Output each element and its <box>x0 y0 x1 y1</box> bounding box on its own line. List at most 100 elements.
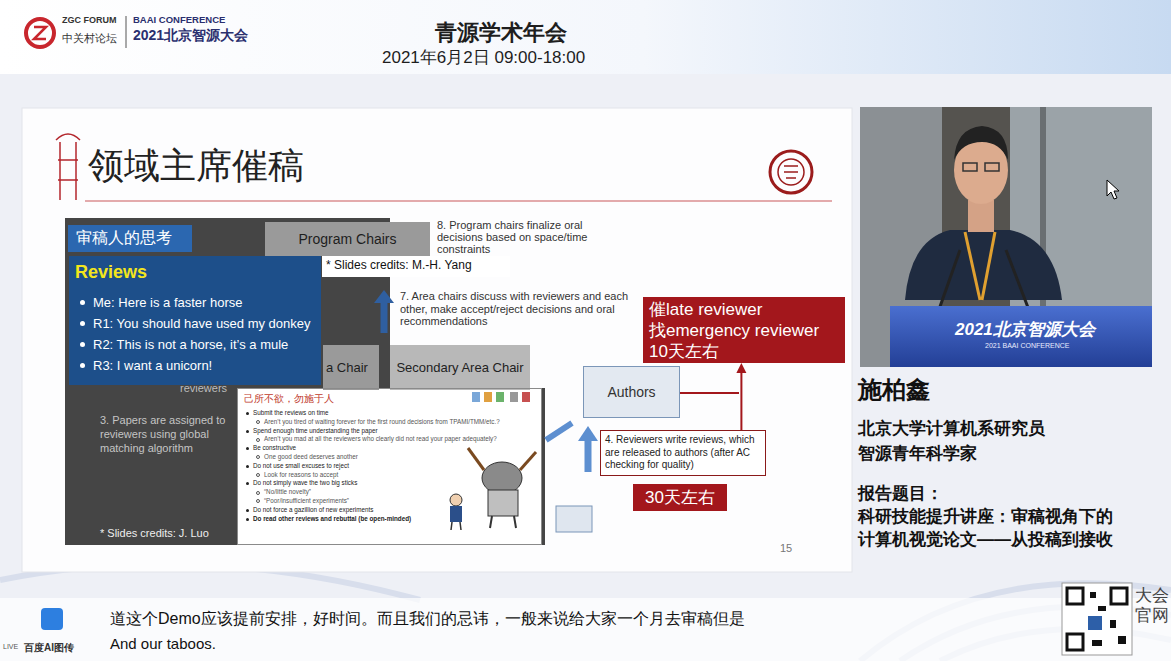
block-arrow <box>546 423 572 440</box>
node-text: One good deed deserves another <box>244 453 535 462</box>
block-arrow <box>374 290 394 333</box>
node-text: Aren’t you tired of waiting forever for … <box>244 418 535 427</box>
slide-ground <box>22 108 852 572</box>
speaker-info: 智源青年科学家 <box>858 442 977 465</box>
bullet-dot <box>246 412 249 415</box>
bullet-dot <box>246 482 249 485</box>
node-text: 催late reviewer <box>649 299 839 320</box>
bullet-dot <box>80 342 85 347</box>
reviewer-cartoon <box>450 448 536 530</box>
node-text: Aren’t you mad at all the reviewers who … <box>244 435 535 444</box>
zgc-logo <box>26 19 54 47</box>
node-text: 己所不欲，勿施于人 <box>244 392 535 406</box>
talk-title: 科研技能提升讲座：审稿视角下的 计算机视觉论文——从投稿到接收 <box>858 505 1126 551</box>
bullet-dot <box>80 321 85 326</box>
wave-stripes <box>0 564 1171 661</box>
podium-text: 2021北京智源大会 <box>955 318 1095 341</box>
process-box: 4. Reviewers write reviews, which are re… <box>600 430 766 476</box>
bullet-dot <box>80 363 85 368</box>
header-tag: 审稿人的思考 <box>68 225 192 252</box>
node-text: Authors <box>607 384 655 400</box>
subtitle-band <box>0 598 1171 661</box>
node-text: 审稿人的思考 <box>76 228 184 249</box>
mouse-cursor <box>1107 180 1119 199</box>
speaker-name: 施柏鑫 <box>858 374 930 406</box>
leader-line <box>680 392 739 394</box>
logo-text: ZGC FORUM <box>62 15 117 25</box>
node-text: Do not simply wave the two big sticks <box>244 479 535 488</box>
baidu-logo <box>41 608 63 630</box>
qr-code <box>1062 583 1132 655</box>
pku-emblem <box>770 151 812 193</box>
node-text: “Poor/insufficient experiments” <box>244 497 535 506</box>
speaker-video <box>860 107 1152 367</box>
callout-box: 催late reviewer找emergency reviewer10天左右 <box>643 297 845 363</box>
credit-note: * Slides credits: J. Luo <box>100 527 209 539</box>
logo-text: BAAI CONFERENCE <box>133 14 225 25</box>
pagoda-ornament <box>56 134 80 200</box>
node-text: Look for reasons to accept <box>244 471 535 480</box>
logo-text: 中关村论坛 <box>62 31 117 46</box>
bullet-dot <box>246 430 249 433</box>
page-number: 15 <box>780 542 792 554</box>
arrow-head <box>736 363 746 373</box>
qr-caption: 大会官网 <box>1135 586 1169 625</box>
node-text: 30天左右 <box>645 486 715 509</box>
node-text: a Chair <box>326 360 376 375</box>
node-text: * Slides credits: M.-H. Yang <box>326 258 506 272</box>
speaker-info: 北京大学计算机系研究员 <box>858 417 1045 440</box>
bullet-ring <box>256 491 260 495</box>
logo-text: 2021北京智源大会 <box>133 27 248 45</box>
node-text: Do not force a gazillion of new experime… <box>244 506 535 515</box>
partial-box <box>556 506 592 532</box>
live-badge: LIVE <box>3 643 18 650</box>
event-title: 青源学术年会 <box>435 18 567 48</box>
header-band <box>0 0 1171 74</box>
node-text: 10天左右 <box>649 341 839 362</box>
step-note: 7. Area chairs discuss with reviewers an… <box>400 290 640 328</box>
bullet-dot <box>80 300 85 305</box>
node-text: R3: I want a unicorn! <box>75 358 315 373</box>
zgc-logo-mark <box>34 27 46 39</box>
bullet-dot <box>246 509 249 512</box>
node-text: Program Chairs <box>298 231 396 247</box>
node-text: Me: Here is a faster horse <box>75 295 315 310</box>
subtitle-text: And our taboos. <box>110 635 216 652</box>
node-text: Reviews <box>75 262 315 283</box>
connector <box>741 373 742 430</box>
bullet-ring <box>256 438 260 442</box>
node-text: R1: You should have used my donkey <box>75 316 315 331</box>
credit-box: * Slides credits: M.-H. Yang <box>322 256 510 277</box>
inset-ground <box>237 388 542 545</box>
step-note: 3. Papers are assigned to reviewers usin… <box>100 413 236 455</box>
node-text: Secondary Area Chair <box>396 360 523 375</box>
inset-slide: 己所不欲，勿施于人Submit the reviews on timeAren’… <box>237 388 542 545</box>
bullet-ring <box>256 499 260 503</box>
node-text: 找emergency reviewer <box>649 320 839 341</box>
node-text: “No/little novelty” <box>244 488 535 497</box>
bullet-dot <box>246 518 249 521</box>
node-text: R2: This is not a horse, it’s a mule <box>75 337 315 352</box>
node-text: Submit the reviews on time <box>244 409 535 418</box>
process-box: a Chair <box>323 345 379 390</box>
node-text: Be constructive <box>244 444 535 453</box>
bullet-ring <box>256 420 260 424</box>
subtitle-text: 道这个Demo应该提前安排，好时间。而且我们的忌讳，一般来说给大家一个月去审稿但… <box>110 609 745 630</box>
bullet-ring <box>256 455 260 459</box>
logo-divider <box>126 16 127 48</box>
callout-box: 30天左右 <box>633 484 727 511</box>
node-text: 4. Reviewers write reviews, which are re… <box>605 434 761 472</box>
bullet-dot <box>246 465 249 468</box>
podium-text: 2021 BAAI CONFERENCE <box>985 342 1069 349</box>
node-text: Do not use small excuses to reject <box>244 462 535 471</box>
event-date: 2021年6月2日 09:00-18:00 <box>382 46 585 69</box>
connector-line <box>740 373 742 430</box>
node-text: Do read other reviews and rebuttal (be o… <box>244 515 535 524</box>
dark-slide-capture <box>65 218 545 545</box>
process-box: Authors <box>583 366 680 418</box>
process-box: Program Chairs <box>265 222 430 256</box>
stream-brand: 百度AI图传 <box>24 641 74 655</box>
inset-icons <box>472 392 530 402</box>
process-box: Secondary Area Chair <box>390 345 530 390</box>
